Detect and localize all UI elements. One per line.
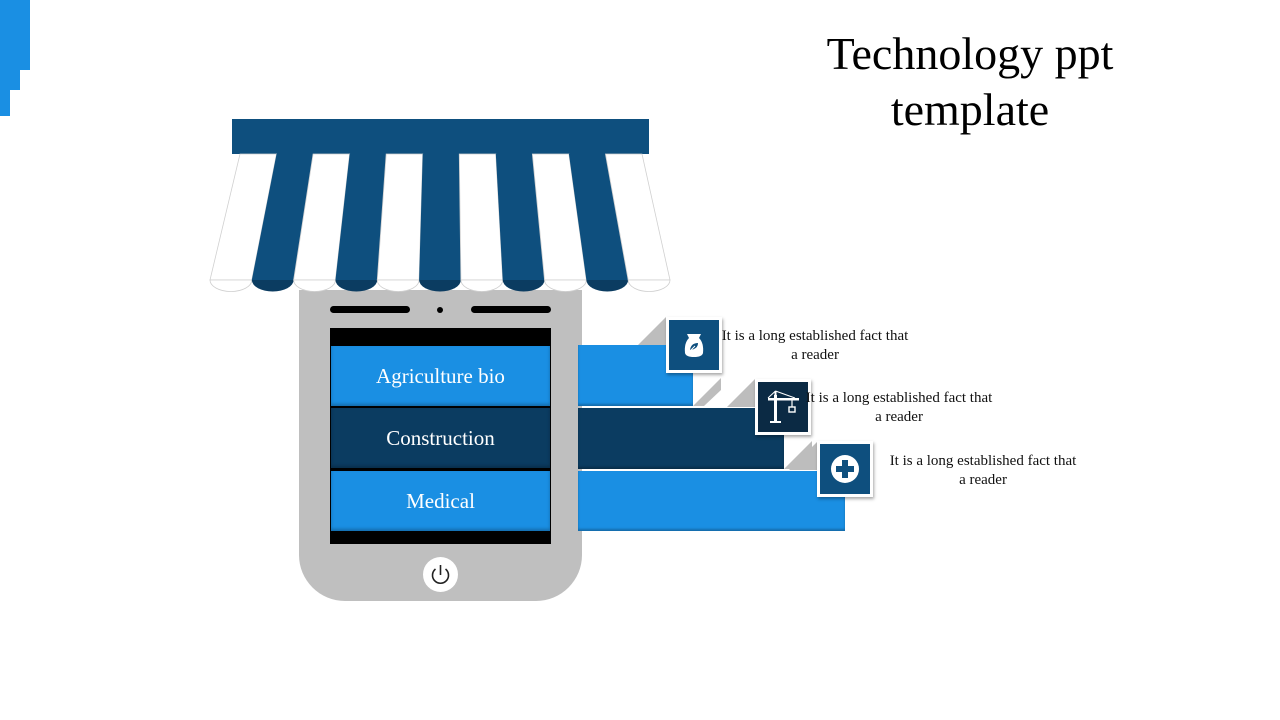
medical-cross-icon [831, 455, 859, 483]
phone-speaker-right [471, 306, 551, 313]
page-title: Technology ppt template [826, 28, 1114, 135]
bar-medical [578, 471, 845, 531]
awning-scallop [251, 280, 294, 292]
screen-row-agriculture: Agriculture bio [331, 346, 550, 406]
home-button[interactable] [423, 557, 458, 592]
awning-scallop [209, 279, 253, 292]
corner-accent-step [0, 70, 20, 90]
awning-scallop [586, 280, 629, 292]
awning-stripe [495, 154, 545, 280]
power-icon [431, 565, 450, 584]
crane-icon [767, 390, 799, 423]
phone-speaker-left [330, 306, 410, 313]
awning-scallop [627, 279, 671, 292]
awning-stripes [209, 153, 671, 292]
icon-box-construction [755, 379, 811, 435]
awning-top-band [232, 119, 649, 154]
awning-scallop [460, 279, 504, 292]
awning-scallop [376, 279, 420, 292]
corner-accent [0, 0, 30, 70]
icon-box-agriculture [666, 317, 722, 373]
seed-bag-icon [684, 334, 704, 357]
description-agriculture: It is a long established fact that a rea… [721, 328, 909, 363]
awning-scallop [293, 279, 336, 292]
awning-stripe [568, 154, 629, 280]
awning-stripe [335, 154, 387, 280]
screen-row-construction: Construction [331, 408, 550, 468]
awning-scallop [335, 280, 378, 292]
awning-stripe [458, 153, 504, 281]
awning-scallop [419, 280, 461, 292]
awning-scallop [544, 279, 587, 292]
icon-box-medical [817, 441, 873, 497]
screen-row-medical: Medical [331, 471, 550, 531]
awning-scallop [502, 280, 545, 292]
description-medical: It is a long established fact that a rea… [889, 453, 1077, 488]
phone-camera [437, 307, 443, 313]
corner-accent-step [0, 90, 10, 116]
awning-stripe [251, 154, 314, 280]
awning-stripe [419, 154, 461, 280]
description-construction: It is a long established fact that a rea… [805, 390, 993, 425]
bar-construction [578, 408, 784, 469]
